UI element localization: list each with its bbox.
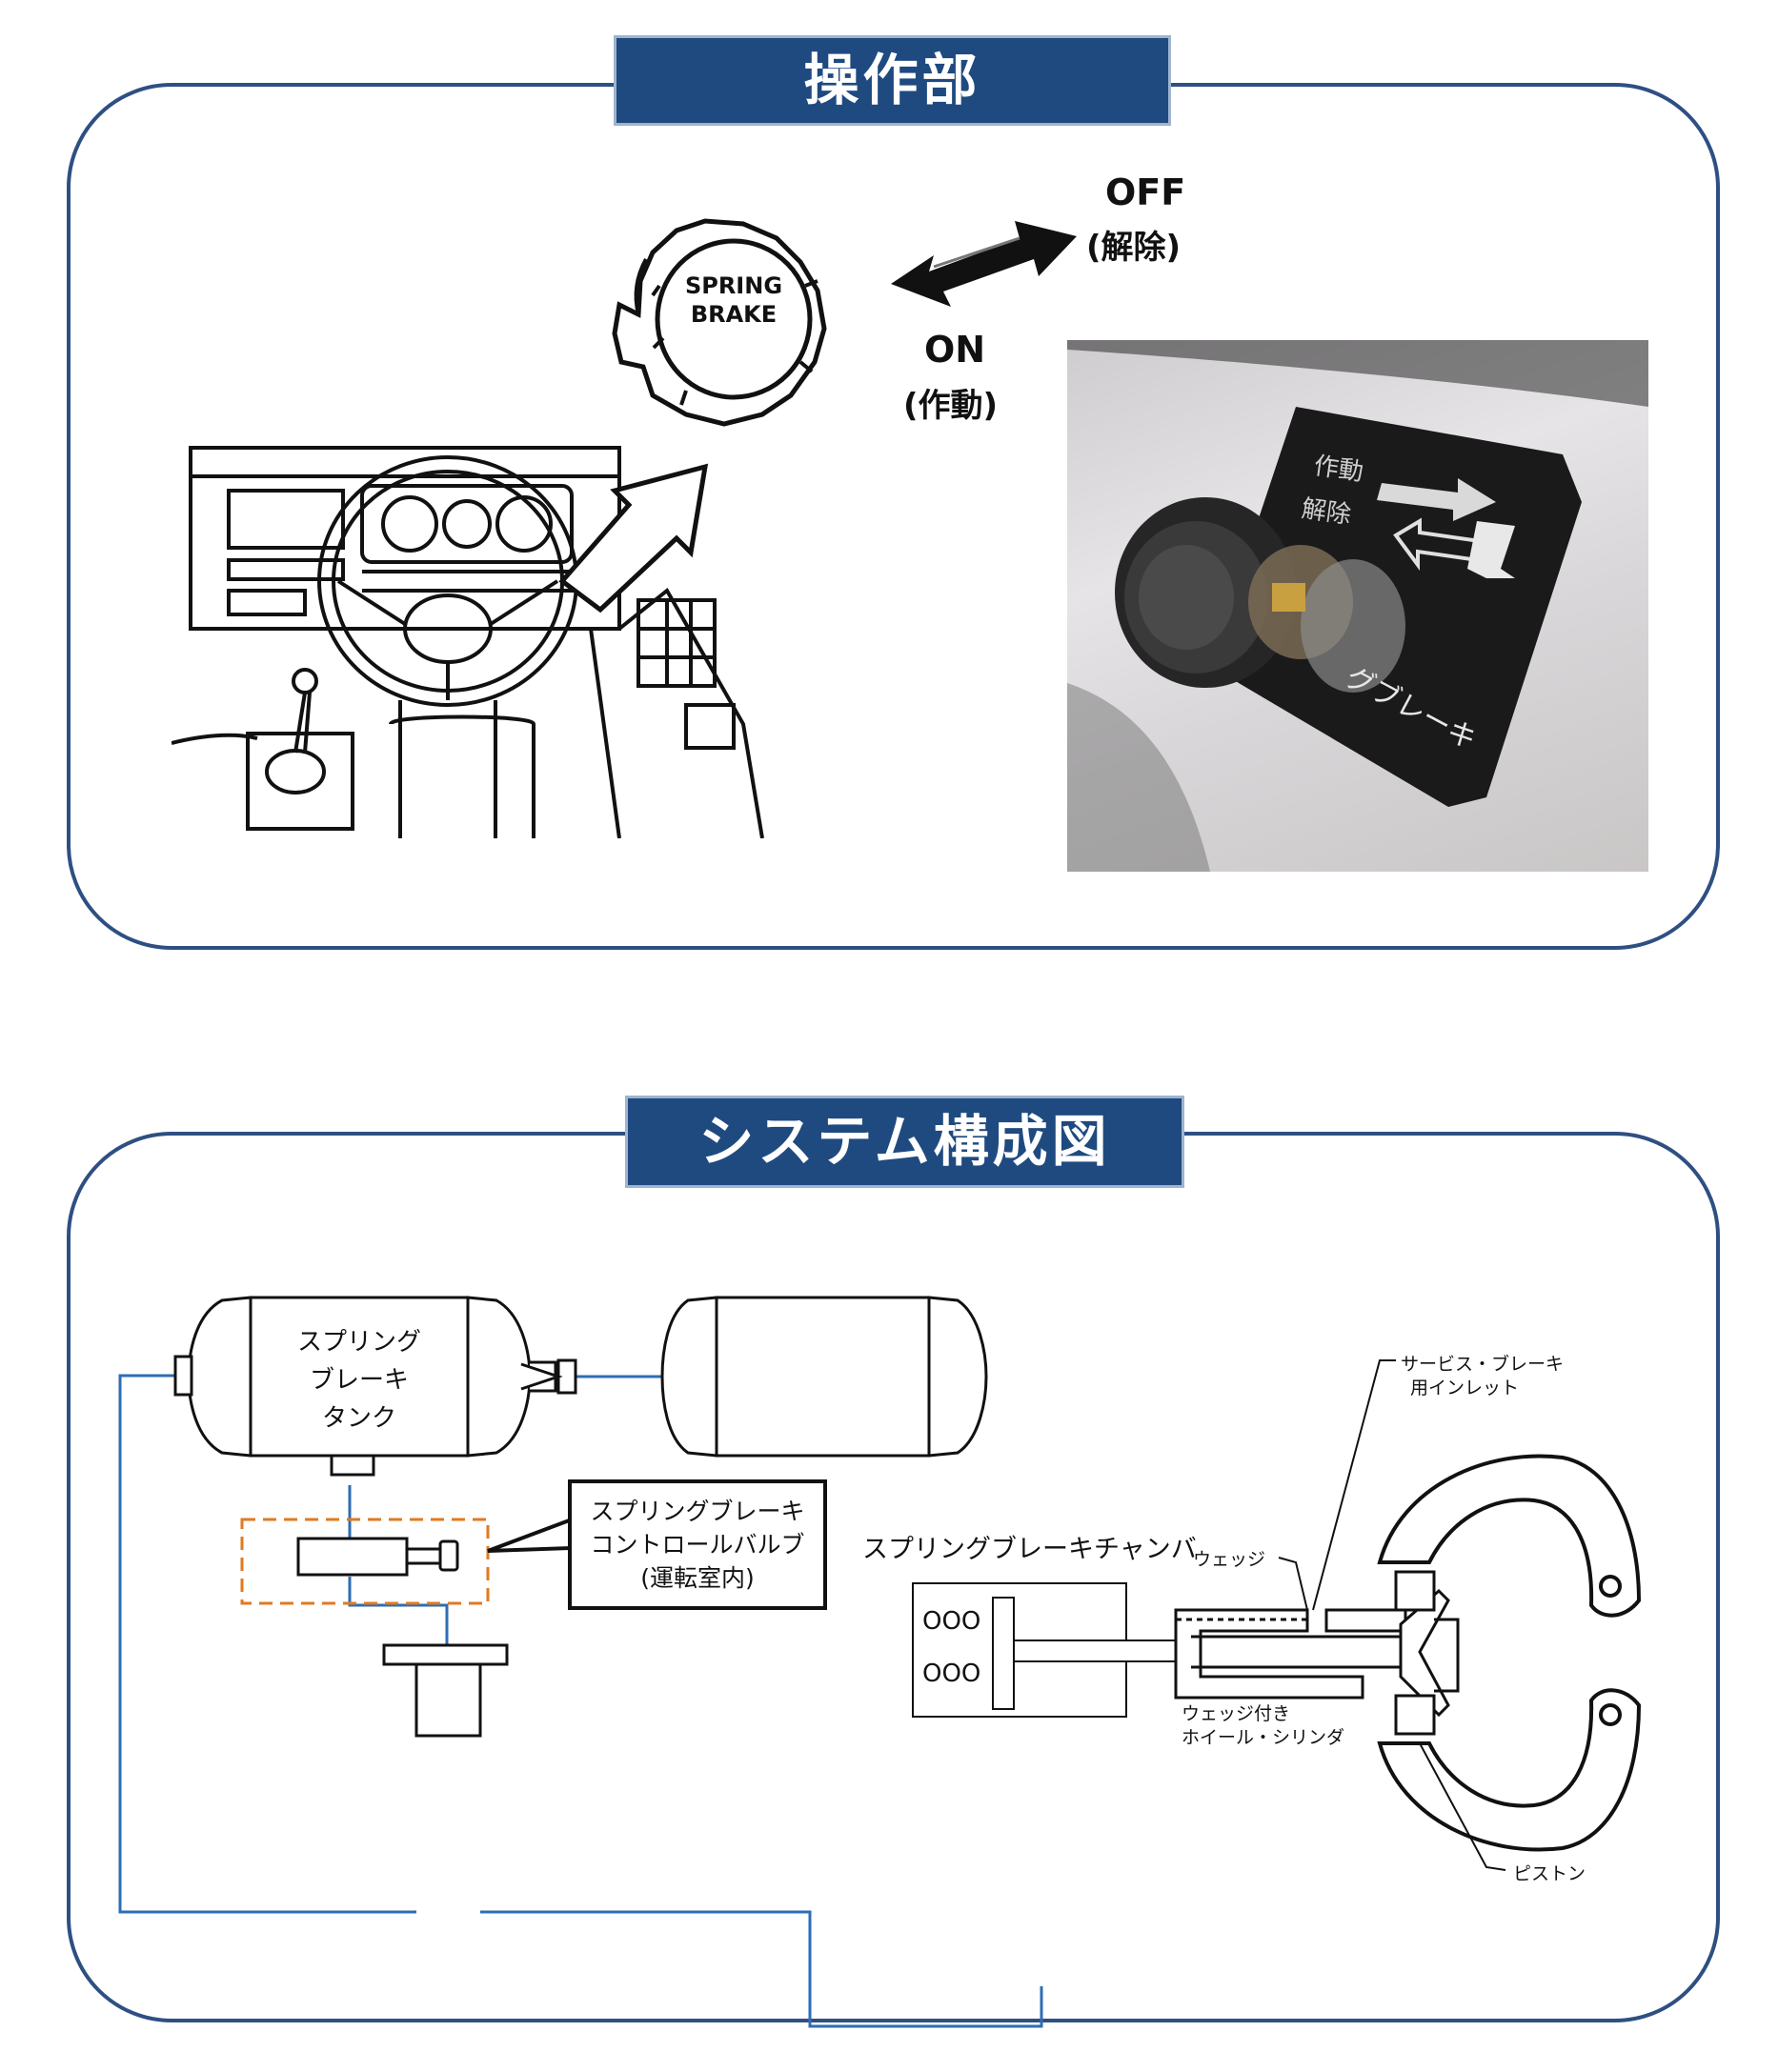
- brake-shoes: [1377, 1454, 1642, 1852]
- photo-label-release: 解除: [1300, 494, 1353, 530]
- relay-valve: [382, 1643, 509, 1738]
- chamber-label: スプリングブレーキチャンバ: [862, 1535, 1197, 1564]
- off-label: OFF: [1105, 171, 1186, 213]
- callout-box: [568, 1479, 827, 1610]
- operation-title-box: 操作部: [614, 35, 1171, 126]
- wheel-cylinder-label-line2: ホイール・シリンダ: [1182, 1727, 1344, 1748]
- service-inlet-label-line2: 用インレット: [1410, 1378, 1519, 1398]
- service-inlet-label-line1: サービス・ブレーキ: [1401, 1353, 1564, 1375]
- dashboard-illustration: [172, 446, 764, 838]
- knob-photo: 作動 解除 グブレーキ: [1067, 340, 1648, 872]
- dashboard-pointer-arrow: [558, 463, 709, 614]
- on-label: ON: [924, 329, 986, 371]
- tank-label-line3: タンク: [322, 1404, 396, 1433]
- callout-pointer: [487, 1517, 574, 1553]
- piston-label: ピストン: [1513, 1863, 1586, 1884]
- wedge-label: ウェッジ: [1193, 1549, 1265, 1570]
- wheel-cylinder-label-line1: ウェッジ付き: [1182, 1703, 1290, 1724]
- chamber-symbol-bottom: OOO: [922, 1660, 980, 1688]
- callout-line1: スプリングブレーキ: [590, 1498, 804, 1525]
- operation-title: 操作部: [803, 48, 981, 112]
- system-title: システム構成図: [698, 1109, 1111, 1174]
- chamber-symbol-top: OOO: [922, 1607, 980, 1636]
- on-sub-label: (作動): [903, 387, 999, 425]
- spring-brake-tank: [173, 1296, 577, 1477]
- callout-line3: (運転室内): [640, 1564, 755, 1592]
- spring-brake-chamber: [912, 1582, 1177, 1718]
- knob-text-spring: SPRING: [685, 272, 782, 299]
- tank-label-line2: ブレーキ: [310, 1366, 409, 1395]
- control-valve: [296, 1537, 459, 1577]
- tank-label-line1: スプリング: [297, 1328, 421, 1357]
- off-sub-label: (解除): [1086, 229, 1182, 267]
- system-title-box: システム構成図: [625, 1096, 1184, 1188]
- knob-text-brake: BRAKE: [691, 301, 777, 328]
- callout-line2: コントロールバルブ: [590, 1531, 804, 1559]
- on-off-double-arrow: [891, 221, 1077, 307]
- wedge-wheel-cylinder: [1174, 1570, 1460, 1736]
- air-tank: [660, 1296, 988, 1458]
- cab-dashed-box: [240, 1518, 490, 1605]
- spring-brake-knob-illustration: SPRING BRAKE: [612, 218, 1077, 427]
- photo-label-actuate: 作動: [1312, 452, 1365, 487]
